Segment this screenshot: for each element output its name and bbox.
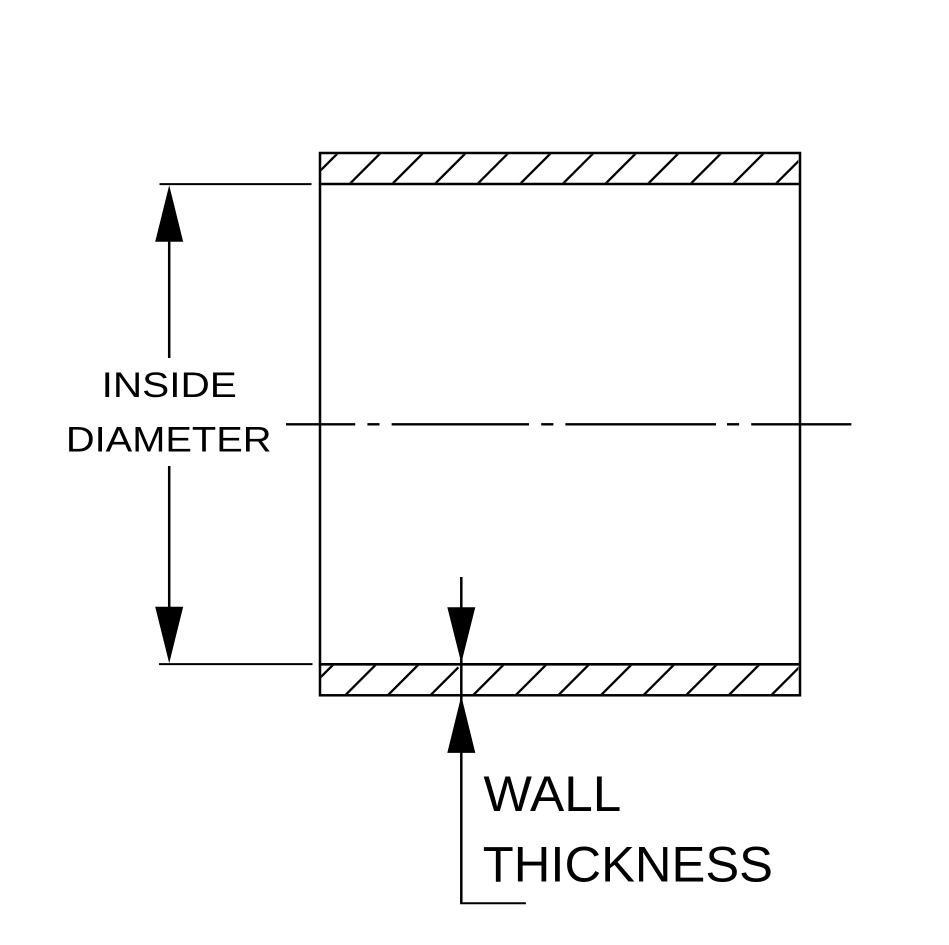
svg-text:WALL: WALL xyxy=(484,765,622,821)
svg-text:DIAMETER: DIAMETER xyxy=(66,420,272,460)
svg-text:THICKNESS: THICKNESS xyxy=(483,837,773,892)
svg-text:INSIDE: INSIDE xyxy=(102,365,237,405)
